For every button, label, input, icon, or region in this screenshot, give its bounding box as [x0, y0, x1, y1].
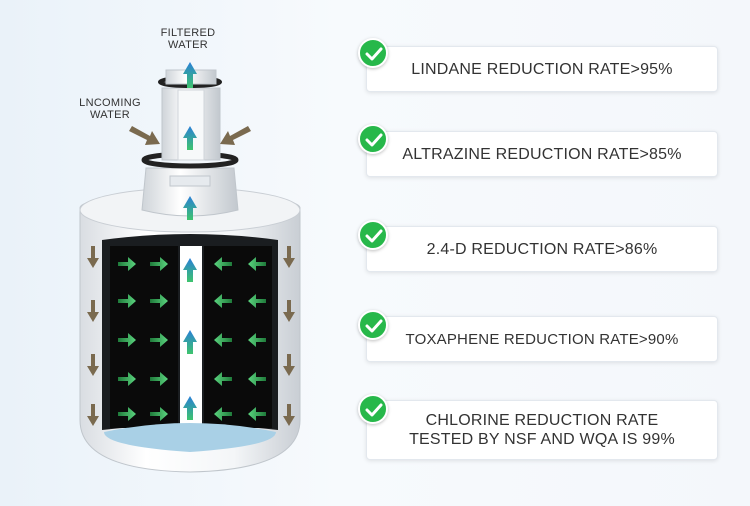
feature-card-altrazine: ALTRAZINE REDUCTION RATE>85%	[366, 131, 718, 177]
filter-illustration	[79, 62, 301, 473]
incoming-water-label: LNCOMING WATER	[79, 97, 141, 121]
filtered-water-label: FILTERED WATER	[160, 27, 216, 51]
checkmark-icon	[358, 310, 388, 340]
feature-text: CHLORINE REDUCTION RATE TESTED BY NSF AN…	[409, 412, 675, 448]
feature-card-lindane: LINDANE REDUCTION RATE>95%	[366, 46, 718, 92]
feature-text: ALTRAZINE REDUCTION RATE>85%	[402, 145, 682, 163]
checkmark-icon	[358, 124, 388, 154]
feature-text: TOXAPHENE REDUCTION RATE>90%	[405, 330, 679, 348]
checkmark-icon	[358, 220, 388, 250]
checkmark-icon	[358, 394, 388, 424]
feature-card-2-4-d: 2.4-D REDUCTION RATE>86%	[366, 226, 718, 272]
feature-text: 2.4-D REDUCTION RATE>86%	[426, 240, 658, 258]
feature-text: LINDANE REDUCTION RATE>95%	[411, 60, 673, 78]
filter-diagram: FILTERED WATER LNCOMING WATER	[0, 0, 340, 506]
feature-card-toxaphene: TOXAPHENE REDUCTION RATE>90%	[366, 316, 718, 362]
checkmark-icon	[358, 38, 388, 68]
feature-card-chlorine: CHLORINE REDUCTION RATE TESTED BY NSF AN…	[366, 400, 718, 460]
